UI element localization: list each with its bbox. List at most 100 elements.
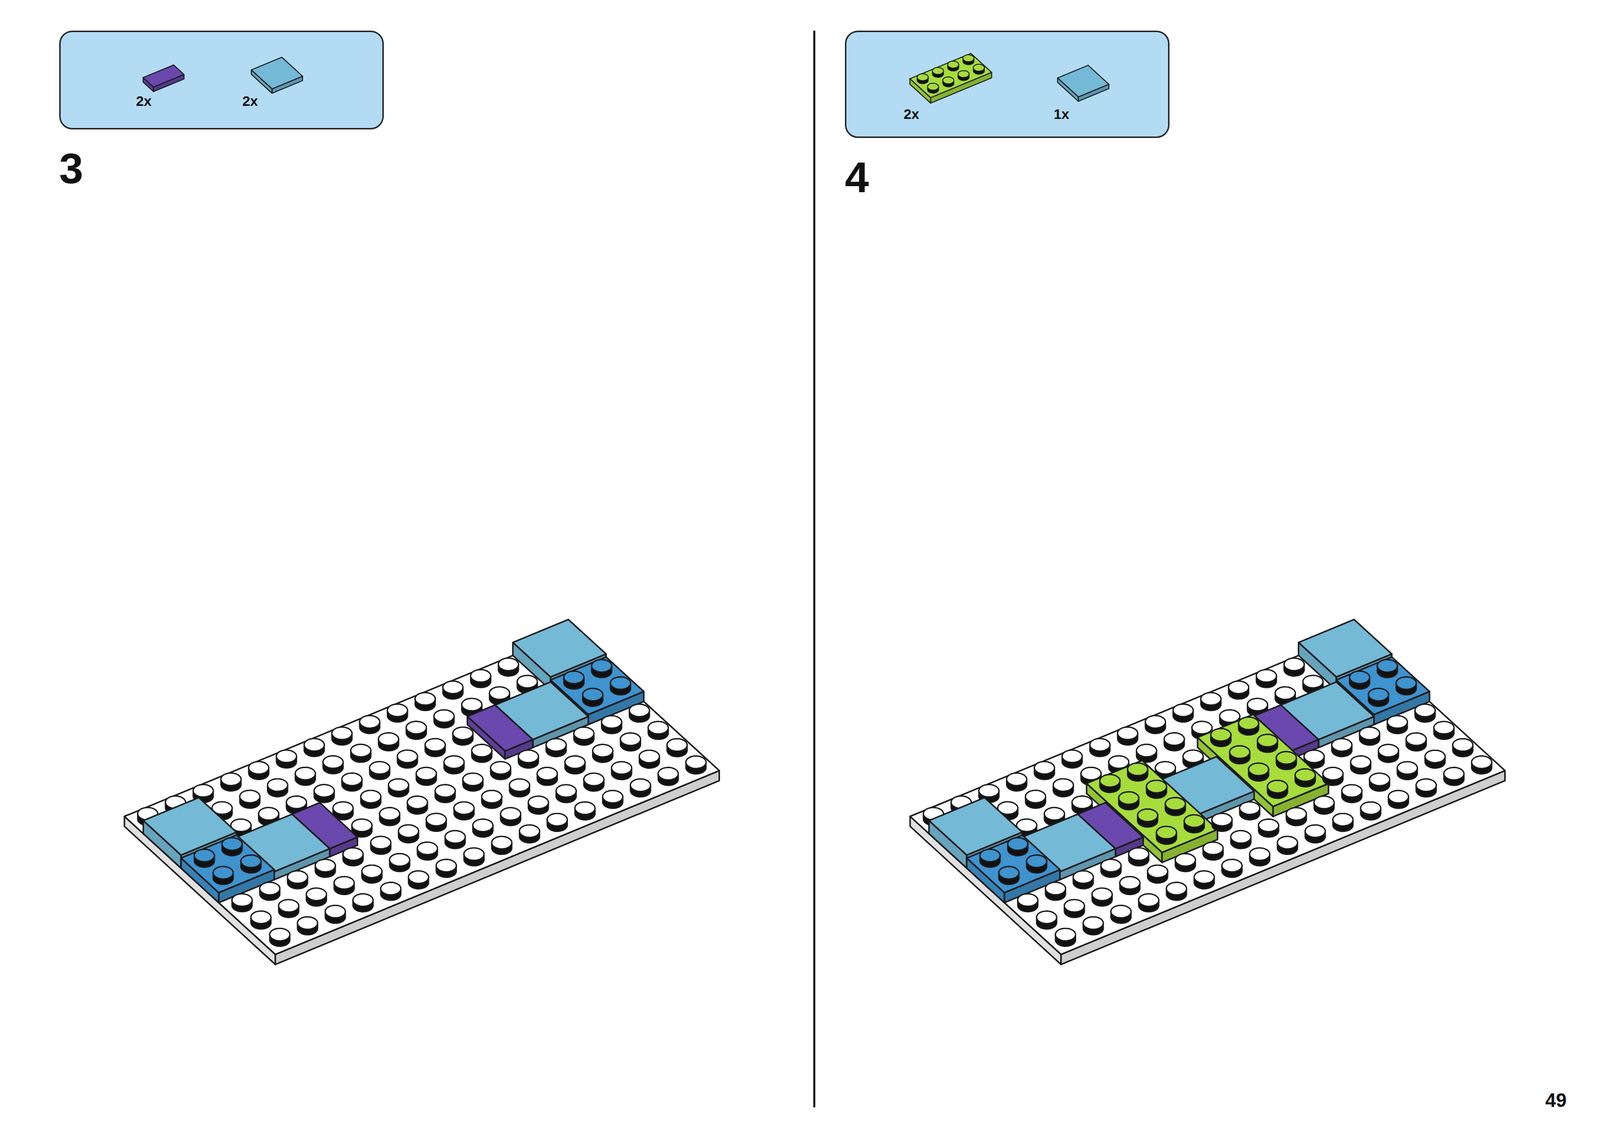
stud-top: [360, 790, 381, 803]
stud-side: [369, 761, 390, 780]
stud-side: [1165, 797, 1186, 816]
stud-top: [1396, 676, 1417, 690]
stud-top: [453, 726, 474, 740]
part-count: 2x: [135, 94, 152, 109]
stud-side: [481, 790, 502, 809]
stud-top: [932, 67, 944, 75]
stud-side: [278, 899, 299, 918]
stud-side: [398, 824, 419, 843]
stud-side: [1194, 870, 1215, 890]
stud-top: [417, 841, 438, 855]
stud-top: [406, 721, 427, 735]
stud-top: [1387, 715, 1408, 729]
stud-top: [489, 686, 510, 700]
stud-side: [1331, 738, 1352, 757]
stud-side: [1239, 801, 1260, 820]
stud-top: [1089, 738, 1110, 752]
stud-side: [1396, 676, 1417, 695]
step-number: 3: [59, 146, 84, 190]
stud-top: [379, 807, 400, 821]
stud-top: [658, 767, 679, 781]
stud-side: [433, 709, 455, 729]
stud-side: [1350, 756, 1371, 775]
stud-top: [333, 801, 354, 815]
stud-side: [359, 715, 380, 734]
stud-side: [1230, 830, 1251, 849]
stud-side: [1286, 807, 1307, 826]
stud-side: [509, 778, 530, 797]
stud-side: [314, 784, 335, 803]
stud-top: [397, 750, 418, 763]
brick-top: [467, 704, 534, 752]
stud-side: [240, 854, 261, 874]
stud-side: [1210, 728, 1231, 747]
stud-top: [1433, 721, 1454, 735]
stud-side: [463, 773, 484, 792]
stud-side: [1277, 836, 1298, 855]
brick-top: [910, 53, 992, 98]
stud-side: [563, 671, 585, 690]
stud-side: [973, 64, 985, 75]
stud-side: [610, 676, 631, 695]
stud-side: [630, 779, 651, 798]
stud-side: [1145, 715, 1166, 734]
stud-top: [434, 784, 456, 798]
stud-side: [932, 67, 944, 78]
stud-top: [1118, 791, 1139, 805]
stud-top: [491, 836, 512, 849]
stud-side: [1369, 773, 1390, 792]
stud-top: [220, 773, 241, 786]
stud-side: [408, 870, 429, 890]
stud-top: [1452, 738, 1474, 752]
stud-top: [408, 870, 429, 884]
stud-top: [1350, 756, 1371, 769]
stud-top: [1416, 779, 1437, 792]
stud-top: [472, 819, 493, 832]
stud-side: [341, 773, 362, 792]
stud-top: [306, 888, 327, 901]
stud-top: [461, 698, 482, 711]
stud-top: [1099, 774, 1120, 788]
stud-side: [1147, 864, 1168, 884]
stud-side: [1416, 779, 1437, 798]
stud-side: [259, 882, 280, 901]
stud-top: [1164, 733, 1185, 746]
stud-side: [220, 773, 241, 792]
stud-top: [518, 750, 539, 763]
stud-top: [471, 744, 492, 758]
stud-side: [1341, 784, 1362, 803]
stud-top: [1147, 864, 1168, 878]
stud-top: [1378, 744, 1399, 758]
stud-top: [398, 824, 419, 838]
stud-top: [1249, 847, 1270, 861]
stud-side: [667, 738, 688, 757]
stud-side: [1349, 671, 1370, 690]
stud-top: [239, 790, 260, 803]
stud-top: [1359, 726, 1380, 740]
stud-top: [287, 870, 308, 884]
stud-top: [445, 830, 466, 844]
stud-side: [1212, 813, 1233, 832]
stud-top: [1173, 703, 1194, 717]
stud-top: [1323, 767, 1344, 781]
stud-side: [962, 54, 974, 65]
stud-top: [1360, 801, 1381, 815]
part-icon: [1057, 65, 1109, 102]
brick-top: [966, 834, 1061, 893]
stud-side: [1136, 744, 1157, 763]
stud-side: [444, 756, 465, 775]
stud-side: [1452, 738, 1474, 757]
stud-top: [1138, 894, 1159, 907]
stud-side: [443, 681, 464, 700]
stud-top: [667, 738, 688, 752]
stud-side: [360, 790, 381, 809]
stud-top: [574, 801, 596, 815]
stud-top: [602, 790, 623, 803]
stud-side: [306, 888, 327, 907]
stud-side: [1221, 859, 1242, 878]
stud-top: [1341, 784, 1362, 798]
stud-top: [240, 854, 261, 868]
stud-top: [1117, 726, 1138, 740]
part-count: 1x: [1053, 107, 1070, 122]
